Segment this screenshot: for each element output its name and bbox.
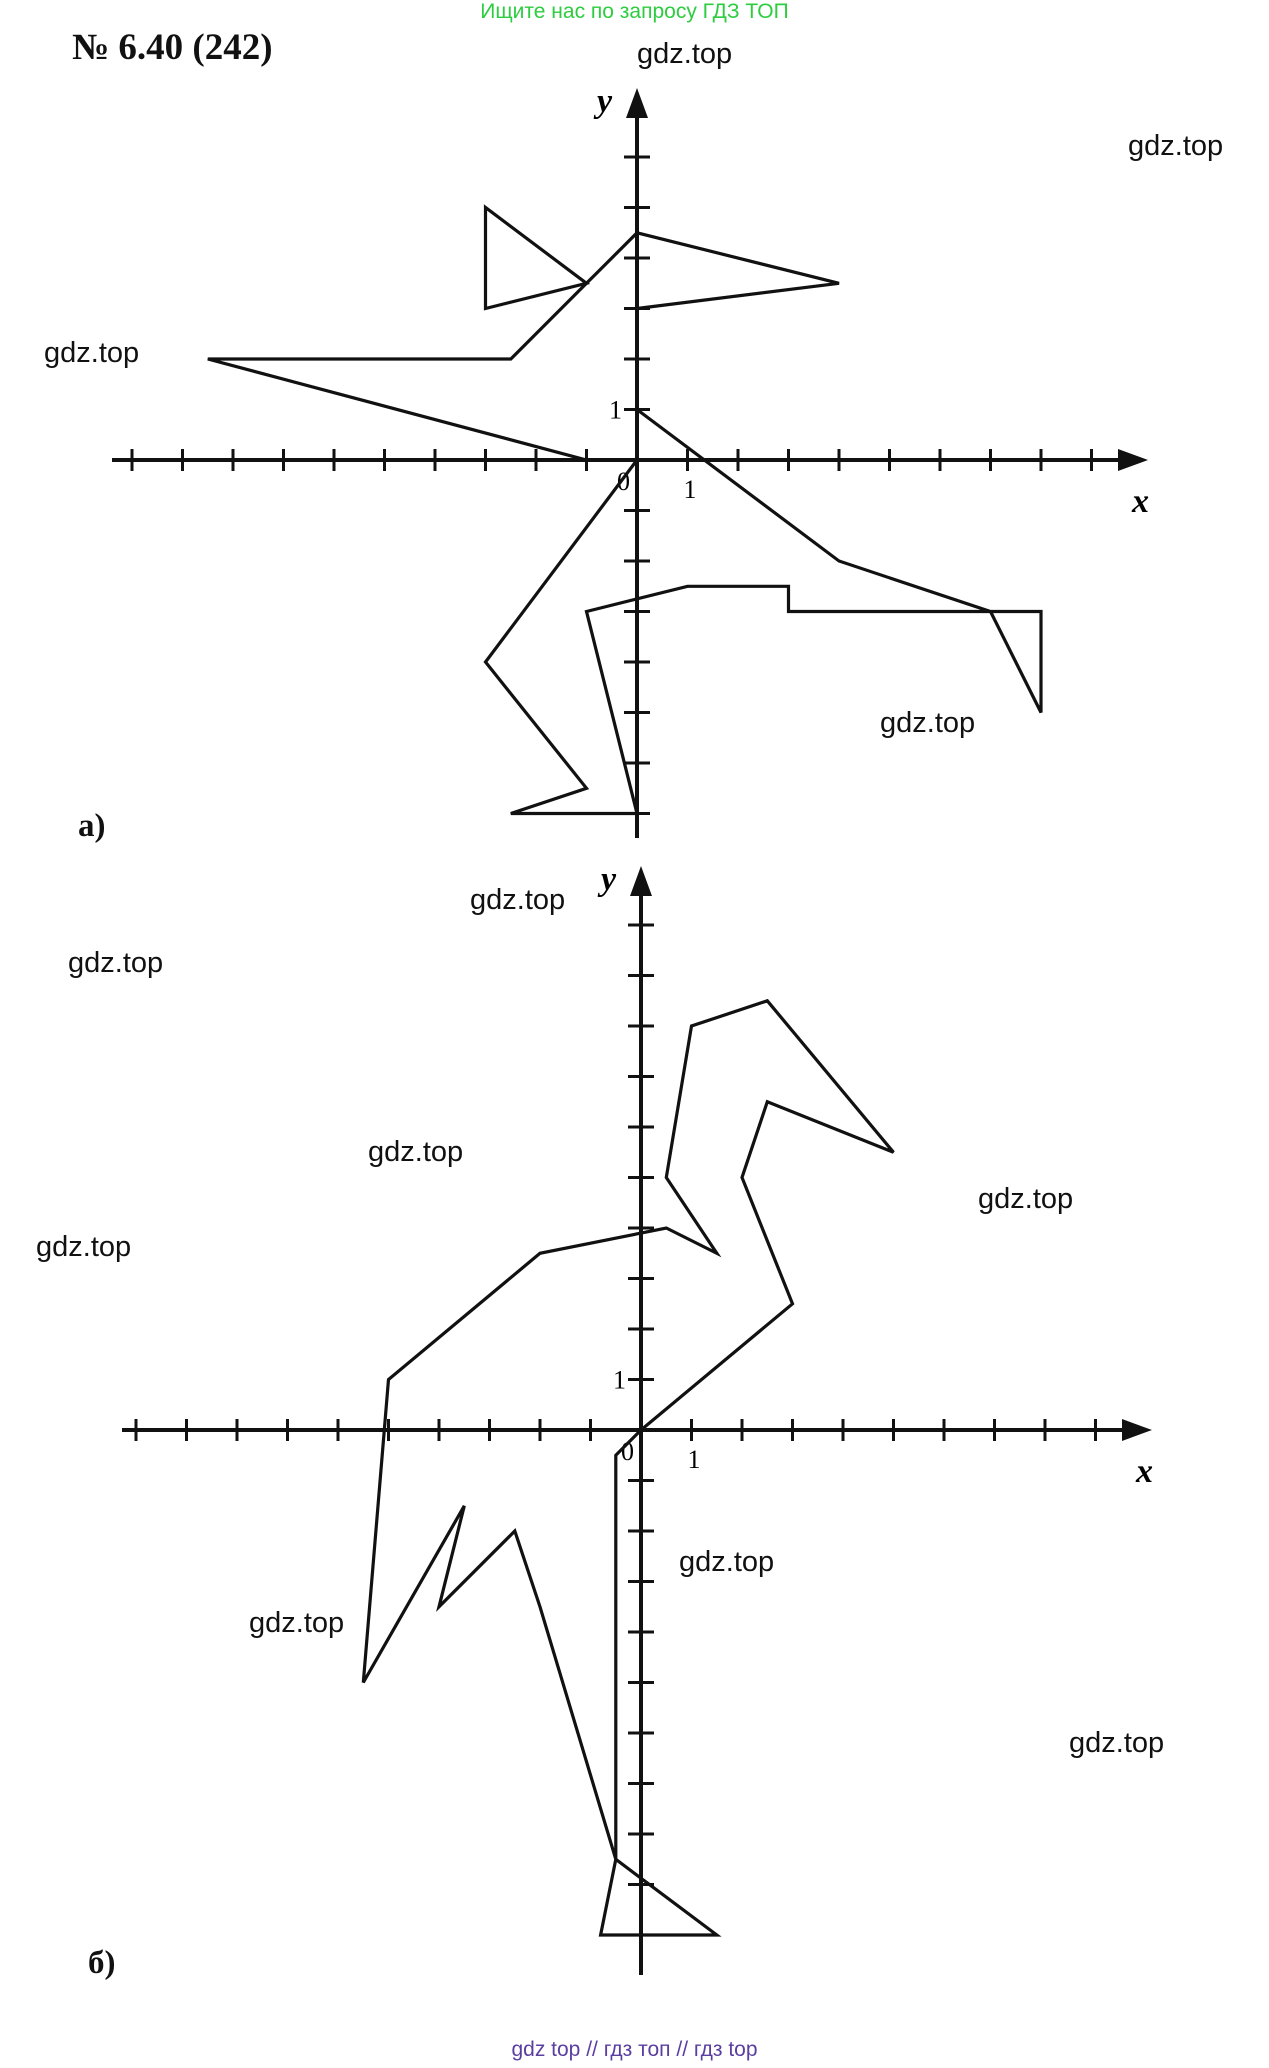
origin-label: 0 <box>621 1437 634 1466</box>
x-axis-arrow <box>1122 1419 1152 1441</box>
x-unit-label: 1 <box>688 1445 701 1474</box>
y-axis-label: y <box>597 861 617 898</box>
watermark: gdz.top <box>679 1546 775 1578</box>
problem-number: № 6.40 (242) <box>72 27 273 68</box>
y-axis-arrow <box>626 88 648 118</box>
watermark: gdz.top <box>1069 1727 1165 1759</box>
x-axis-arrow <box>1118 449 1148 471</box>
watermark: gdz.top <box>68 947 164 979</box>
figure-label-b: б) <box>88 1945 116 1981</box>
watermark: gdz.top <box>36 1231 132 1263</box>
x-unit-label: 1 <box>684 475 697 504</box>
watermark: gdz.top <box>880 707 976 739</box>
watermark: gdz.top <box>1128 130 1224 162</box>
watermark: gdz.top <box>44 337 140 369</box>
top-banner[interactable]: Ищите нас по запросу ГДЗ ТОП <box>480 0 789 23</box>
watermark: gdz.top <box>249 1607 345 1639</box>
x-axis-label: x <box>1135 1453 1153 1490</box>
figure-outline <box>483 204 591 311</box>
watermark: gdz.top <box>978 1183 1074 1215</box>
y-unit-label: 1 <box>613 1366 626 1395</box>
figure-outline <box>207 231 1043 816</box>
watermark: gdz.top <box>368 1136 464 1168</box>
figure-label-a: а) <box>78 808 106 844</box>
footer-links[interactable]: gdz top // гдз топ // гдз top <box>511 2038 758 2061</box>
y-unit-label: 1 <box>609 396 622 425</box>
watermark: gdz.top <box>470 884 566 916</box>
watermark: gdz.top <box>637 38 733 70</box>
y-axis-label: y <box>593 83 613 120</box>
figure-outline <box>361 998 895 1937</box>
x-axis-label: x <box>1131 483 1149 520</box>
y-axis-arrow <box>630 866 652 896</box>
